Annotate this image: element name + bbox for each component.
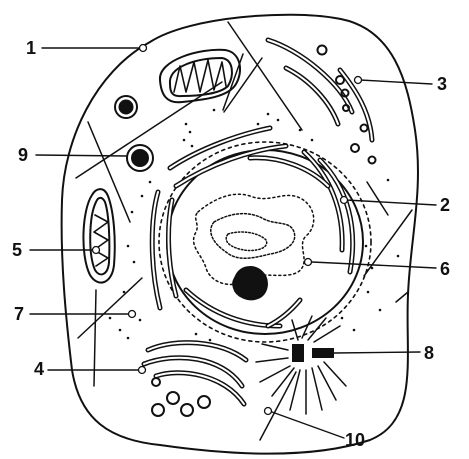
nuclear-envelope (159, 142, 371, 342)
label-6: 6 (440, 260, 450, 278)
label-3: 3 (437, 75, 447, 93)
label-1: 1 (26, 39, 36, 57)
label-4: 4 (34, 360, 44, 378)
label-7: 7 (14, 305, 24, 323)
golgi-apparatus-bottom (144, 343, 246, 416)
label-8: 8 (424, 344, 434, 362)
nucleolus (233, 267, 267, 299)
label-9: 9 (18, 146, 28, 164)
lysosomes (115, 96, 153, 171)
centrioles (292, 344, 334, 362)
label-5: 5 (12, 241, 22, 259)
label-10: 10 (345, 431, 365, 449)
label-2: 2 (440, 196, 450, 214)
mitochondrion-left (83, 189, 114, 282)
